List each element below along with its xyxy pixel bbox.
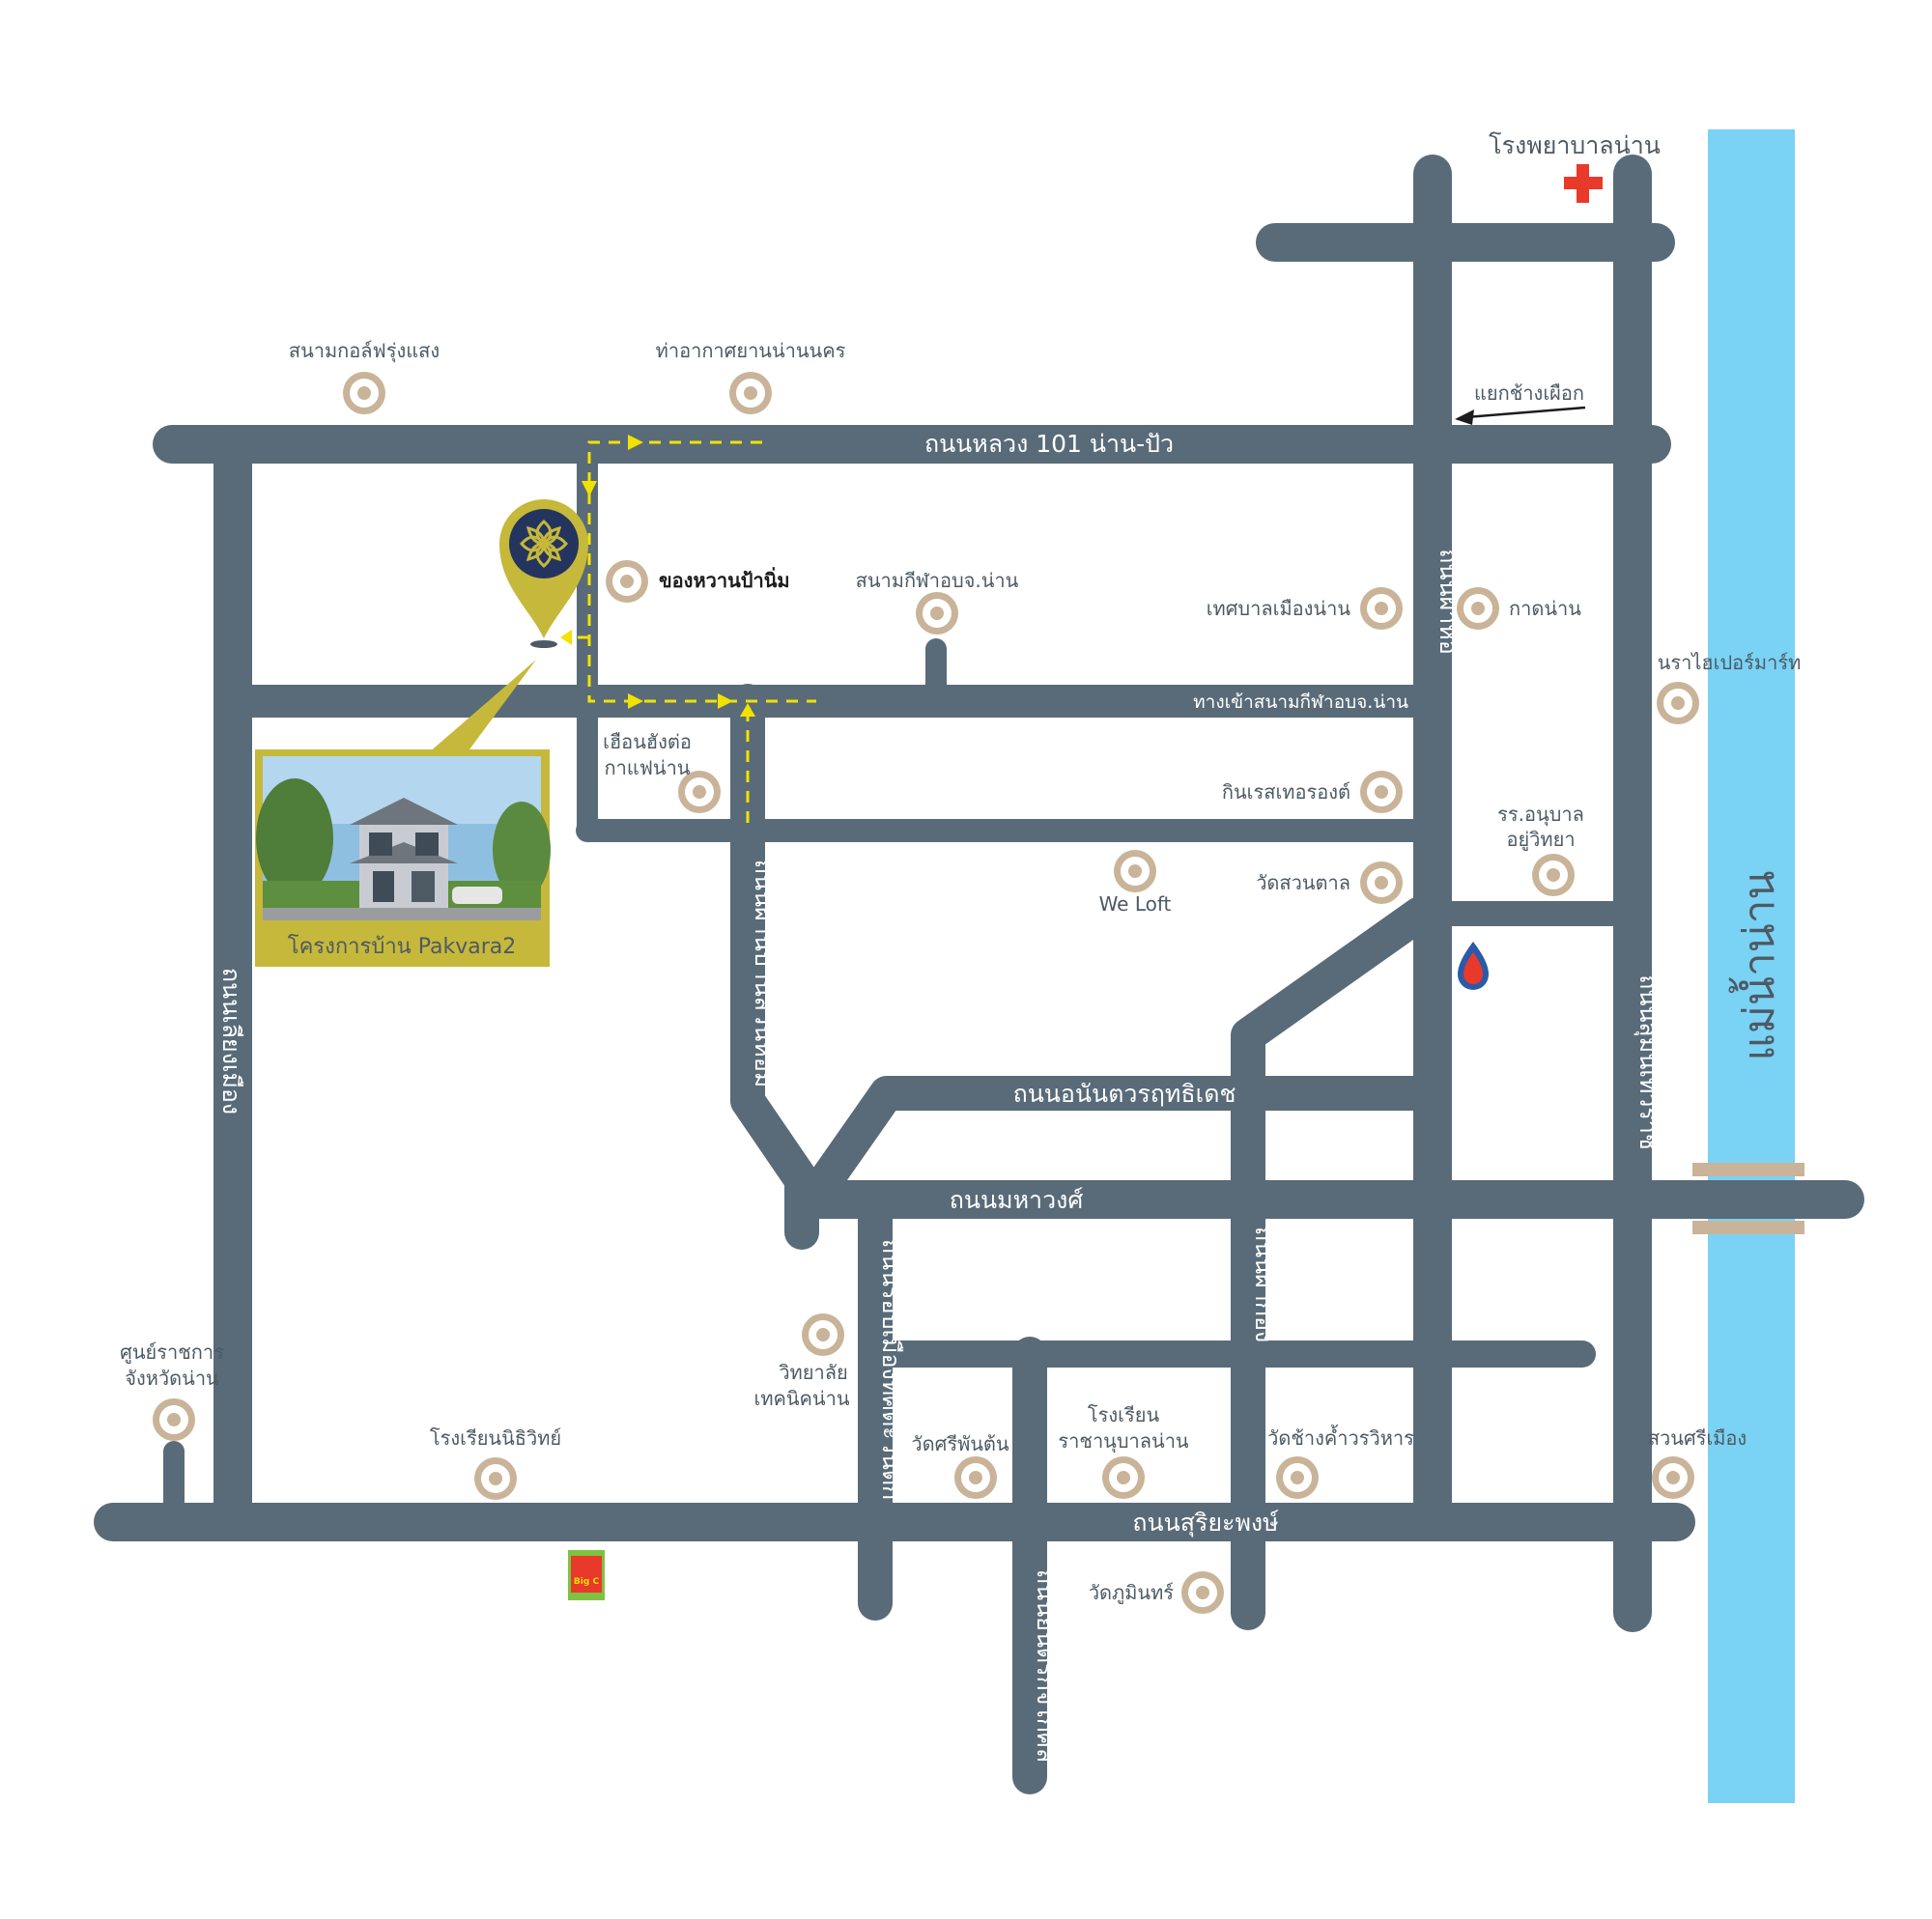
place-marker-icon	[1181, 1571, 1224, 1614]
label-restaurant: กินเรสเทอรองต์	[1222, 780, 1350, 804]
road-label-highway: ถนนหลวง 101 น่าน-ปัว	[924, 430, 1174, 458]
label-municipality: เทศบาลเมืองน่าน	[1207, 597, 1351, 620]
label-wat-phumin: วัดภูมินทร์	[1089, 1581, 1174, 1605]
label-gov-center-line2: จังหวัดน่าน	[125, 1367, 219, 1390]
photo-callout-pointer	[428, 660, 536, 753]
route-arrow-down	[582, 481, 597, 496]
road-label-suan-hom: ถนนผ่านบ้านสวนหอม	[750, 860, 778, 1087]
bridge-rail-south	[1692, 1221, 1804, 1234]
route-arrow-left	[560, 630, 572, 645]
place-marker-icon	[1457, 587, 1499, 630]
road-label-pha-kong: ถนนผากอง	[1250, 1227, 1278, 1342]
place-marker-icon	[916, 592, 958, 635]
road-label-mahawong: ถนนมหาวงศ์	[950, 1186, 1084, 1214]
label-airport: ท่าอากาศยานน่านนคร	[656, 339, 846, 362]
place-marker-icon	[606, 560, 648, 603]
place-marker-icon	[678, 771, 721, 813]
road-label-liang-mueang: ถนนเลียงเมือง	[217, 968, 245, 1115]
road-label-sumon-thewarat: ถนนสุมนเทวราช	[1634, 974, 1662, 1150]
place-marker-icon	[153, 1398, 195, 1441]
label-nithiwit: โรงเรียนนิธิวิทย์	[430, 1426, 561, 1450]
project-location-pin-icon	[499, 499, 588, 648]
place-marker-icon	[1532, 854, 1575, 896]
nan-river	[1708, 129, 1795, 1803]
label-kad-nan: กาดน่าน	[1509, 597, 1581, 620]
route-arrow-west-2	[628, 693, 643, 709]
label-ratchanuban-line2: ราชานุบาลน่าน	[1058, 1429, 1189, 1453]
place-marker-icon	[1360, 861, 1403, 904]
project-label: โครงการบ้าน Pakvara2	[288, 934, 516, 959]
road-label-rop-mueang: ถนนรอบเมืองทิศตะวันตก	[877, 1239, 905, 1500]
route-path	[560, 435, 816, 823]
label-tech-college-line1: วิทยาลัย	[779, 1361, 847, 1384]
label-tech-college-line2: เทคนิคน่าน	[753, 1387, 849, 1410]
route-arrow-west	[628, 435, 643, 450]
route-arrow-west-3	[718, 693, 733, 709]
ptt-gas-station-icon	[1458, 942, 1489, 990]
label-wat-suan-tan: วัดสวนตาล	[1256, 871, 1350, 894]
place-marker-icon	[1360, 771, 1403, 813]
label-cafe-line1: เฮือนฮังต่อ	[603, 730, 692, 753]
place-marker-icon	[802, 1313, 844, 1356]
place-marker-icon	[1652, 1456, 1694, 1499]
big-c-logo-icon: Big C	[568, 1550, 605, 1600]
place-marker-icon	[1657, 682, 1699, 724]
place-marker-icon	[729, 372, 772, 414]
place-marker-icon	[474, 1457, 517, 1500]
arrow-left-icon	[1455, 406, 1586, 425]
label-ratchanuban-line1: โรงเรียน	[1088, 1403, 1160, 1426]
label-wat-sri-phan-ton: วัดศรีพันต้น	[911, 1432, 1009, 1455]
bridge-rail-north	[1692, 1163, 1804, 1176]
label-kindergarten-line2: อยู่วิทยา	[1506, 828, 1575, 852]
label-wat-chang-kham: วัดช้างค้ำวรวิหาร	[1267, 1425, 1414, 1450]
place-marker-icon	[954, 1456, 997, 1499]
svg-text:Big C: Big C	[574, 1577, 600, 1587]
road-network	[94, 155, 1864, 1794]
label-hospital: โรงพยาบาลน่าน	[1489, 131, 1661, 159]
label-cafe-line2: กาแฟน่าน	[605, 756, 691, 779]
label-kindergarten-line1: รร.อนุบาล	[1497, 803, 1584, 827]
river-label: แม่น้ำน่าน	[1728, 870, 1784, 1060]
road-label-yantrakit: ถนนยันตรกิจโกศล	[1032, 1569, 1060, 1763]
place-marker-icon	[1102, 1456, 1145, 1499]
place-marker-icon	[1114, 850, 1156, 892]
route-arrow-up	[740, 703, 755, 717]
road-label-anantaworarit: ถนนอนันตวรฤทธิเดช	[1013, 1080, 1236, 1108]
label-stadium: สนามกีฬาอบจ.น่าน	[856, 569, 1019, 592]
label-golf: สนามกอล์ฟรุ่งแสง	[289, 339, 440, 363]
label-sweets: ของหวานป้านิ่ม	[659, 566, 790, 592]
road-label-suriyaphong: ถนนสุริยะพงษ์	[1132, 1509, 1279, 1538]
road-label-stadium-entrance: ทางเข้าสนามกีฬาอบจ.น่าน	[1193, 691, 1408, 713]
red-cross-icon	[1564, 164, 1603, 203]
label-weloft: We Loft	[1099, 892, 1172, 916]
place-marker-icon	[343, 372, 385, 414]
label-suan-sri-mueang: สวนศรีเมือง	[1648, 1426, 1747, 1450]
place-marker-icon	[1360, 587, 1403, 630]
project-house-photo	[256, 756, 551, 920]
label-junction: แยกช้างเผือก	[1474, 381, 1584, 405]
place-marker-icon	[1276, 1456, 1319, 1499]
label-hypermart: นราไฮเปอร์มาร์ท	[1658, 651, 1802, 674]
label-gov-center-line1: ศูนย์ราชการ	[120, 1340, 224, 1365]
